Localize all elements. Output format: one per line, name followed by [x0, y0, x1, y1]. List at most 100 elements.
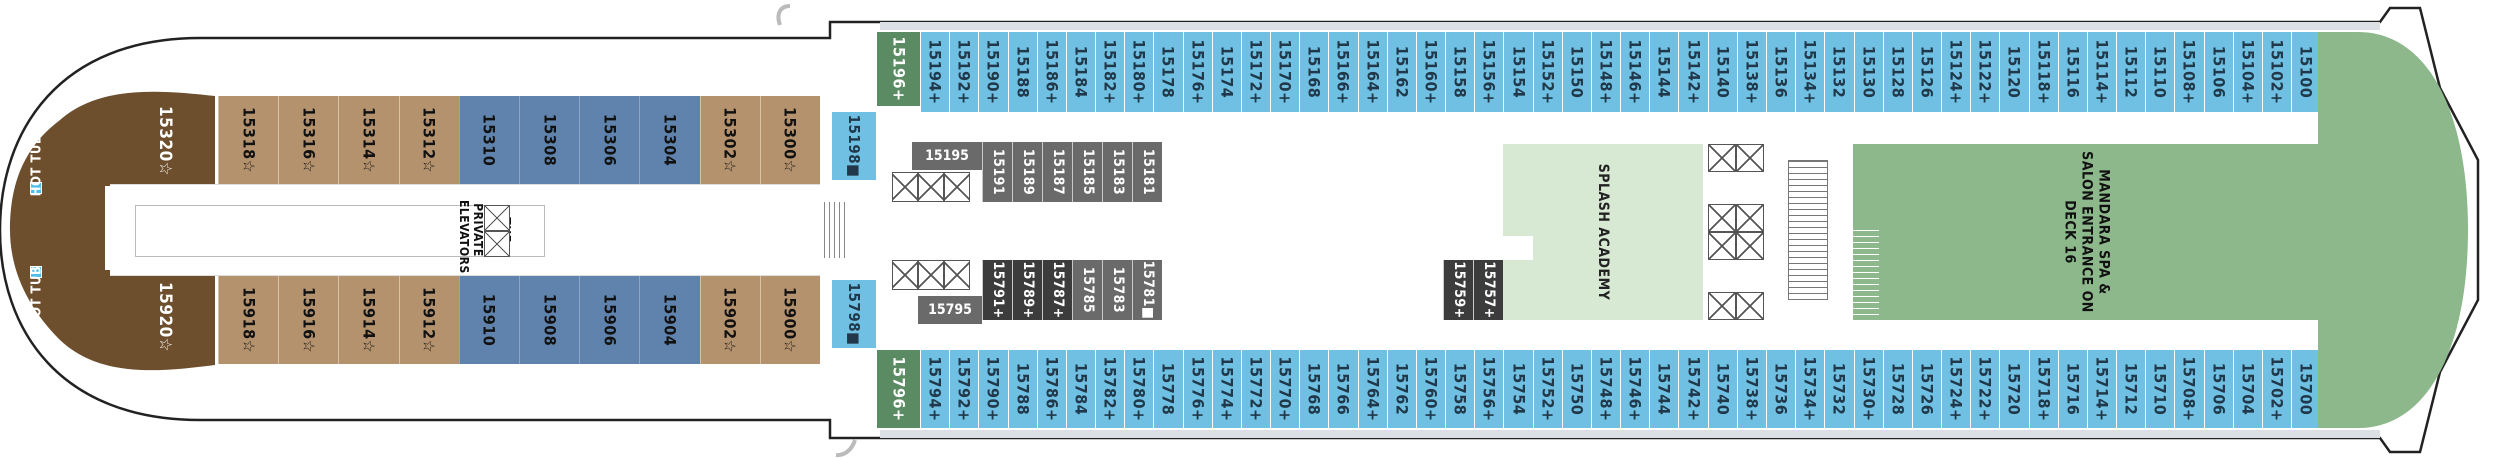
- cabin-15780[interactable]: 15780+: [1124, 350, 1154, 428]
- cabin-15156[interactable]: 15156+: [1474, 32, 1504, 112]
- cabin-15312[interactable]: 15312☆: [398, 96, 459, 184]
- cabin-15194[interactable]: 15194+: [920, 32, 950, 112]
- cabin-15192[interactable]: 15192+: [949, 32, 979, 112]
- cabin-15787[interactable]: 15787+: [1042, 260, 1072, 320]
- cabin-15186[interactable]: 15186+: [1036, 32, 1066, 112]
- cabin-15176[interactable]: 15176+: [1182, 32, 1212, 112]
- cabin-15191[interactable]: 15191: [982, 142, 1012, 202]
- cabin-15300[interactable]: 15300☆: [759, 96, 821, 184]
- cabin-15130[interactable]: 15130: [1853, 32, 1883, 112]
- cabin-15778[interactable]: 15778: [1153, 350, 1183, 428]
- cabin-15144[interactable]: 15144: [1649, 32, 1679, 112]
- cabin-15736[interactable]: 15736: [1765, 350, 1796, 428]
- cabin-15178[interactable]: 15178: [1153, 32, 1183, 112]
- cabin-15138[interactable]: 15138+: [1736, 32, 1766, 112]
- cabin-15910[interactable]: 15910: [458, 276, 520, 364]
- cabin-15126[interactable]: 15126: [1911, 32, 1942, 112]
- cabin-15906[interactable]: 15906: [579, 276, 640, 364]
- cabin-15904[interactable]: 15904: [639, 276, 700, 364]
- cabin-15789[interactable]: 15789+: [1012, 260, 1042, 320]
- cabin-15912[interactable]: 15912☆: [398, 276, 459, 364]
- cabin-15748[interactable]: 15748+: [1590, 350, 1621, 428]
- cabin-15720[interactable]: 15720: [1999, 350, 2029, 428]
- cabin-15791[interactable]: 15791+: [982, 260, 1012, 320]
- cabin-15744[interactable]: 15744: [1649, 350, 1679, 428]
- cabin-15704[interactable]: 15704: [2232, 350, 2262, 428]
- suite-15796[interactable]: 15796+: [876, 350, 920, 428]
- cabin-15198[interactable]: 15198■: [832, 112, 876, 180]
- suite-15196[interactable]: 15196+: [876, 32, 920, 106]
- cabin-15187[interactable]: 15187: [1042, 142, 1072, 202]
- cabin-15762[interactable]: 15762: [1386, 350, 1416, 428]
- cabin-15174[interactable]: 15174: [1211, 32, 1241, 112]
- cabin-15759[interactable]: 15759+: [1443, 260, 1473, 320]
- cabin-15318[interactable]: 15318☆: [218, 96, 279, 184]
- aft-suite-top[interactable]: 15320☆: [155, 106, 175, 176]
- cabin-15710[interactable]: 15710: [2145, 350, 2175, 428]
- cabin-15754[interactable]: 15754: [1503, 350, 1533, 428]
- cabin-15181[interactable]: 15181: [1132, 142, 1162, 202]
- cabin-15112[interactable]: 15112: [2116, 32, 2146, 112]
- cabin-15902[interactable]: 15902☆: [699, 276, 760, 364]
- cabin-15148[interactable]: 15148+: [1590, 32, 1621, 112]
- cabin-15772[interactable]: 15772+: [1240, 350, 1271, 428]
- cabin-15702[interactable]: 15702+: [2261, 350, 2292, 428]
- cabin-15794[interactable]: 15794+: [920, 350, 950, 428]
- cabin-15734[interactable]: 15734+: [1795, 350, 1825, 428]
- splash-academy[interactable]: SPLASH ACADEMY: [1503, 144, 1703, 320]
- cabin-15752[interactable]: 15752+: [1532, 350, 1562, 428]
- cabin-15712[interactable]: 15712: [2116, 350, 2146, 428]
- cabin-15190[interactable]: 15190+: [978, 32, 1008, 112]
- cabin-15118[interactable]: 15118+: [2028, 32, 2058, 112]
- cabin-15110[interactable]: 15110: [2145, 32, 2175, 112]
- cabin-15100[interactable]: 15100: [2291, 32, 2321, 112]
- cabin-15760[interactable]: 15760+: [1415, 350, 1446, 428]
- cabin-15758[interactable]: 15758: [1445, 350, 1475, 428]
- cabin-15160[interactable]: 15160+: [1415, 32, 1446, 112]
- cabin-15785[interactable]: 15785: [1072, 260, 1102, 320]
- cabin-15916[interactable]: 15916☆: [278, 276, 339, 364]
- cabin-15164[interactable]: 15164+: [1357, 32, 1387, 112]
- cabin-15792[interactable]: 15792+: [949, 350, 979, 428]
- cabin-15152[interactable]: 15152+: [1532, 32, 1562, 112]
- cabin-15162[interactable]: 15162: [1386, 32, 1416, 112]
- cabin-15726[interactable]: 15726: [1911, 350, 1942, 428]
- cabin-15136[interactable]: 15136: [1765, 32, 1796, 112]
- cabin-15732[interactable]: 15732: [1824, 350, 1854, 428]
- cabin-15798[interactable]: 15798■: [832, 280, 876, 348]
- cabin-15900[interactable]: 15900☆: [759, 276, 821, 364]
- cabin-15306[interactable]: 15306: [579, 96, 640, 184]
- cabin-15714[interactable]: 15714+: [2086, 350, 2117, 428]
- cabin-15304[interactable]: 15304: [639, 96, 700, 184]
- cabin-15134[interactable]: 15134+: [1795, 32, 1825, 112]
- cabin-15310[interactable]: 15310: [458, 96, 520, 184]
- cabin-15316[interactable]: 15316☆: [278, 96, 339, 184]
- cabin-15750[interactable]: 15750: [1561, 350, 1591, 428]
- cabin-15768[interactable]: 15768: [1299, 350, 1329, 428]
- cabin-15724[interactable]: 15724+: [1941, 350, 1971, 428]
- cabin-15114[interactable]: 15114+: [2086, 32, 2117, 112]
- cabin-15170[interactable]: 15170+: [1270, 32, 1300, 112]
- cabin-15150[interactable]: 15150: [1561, 32, 1591, 112]
- cabin-15108[interactable]: 15108+: [2174, 32, 2204, 112]
- cabin-15308[interactable]: 15308: [519, 96, 580, 184]
- cabin-15128[interactable]: 15128: [1882, 32, 1912, 112]
- cabin-15757[interactable]: 15757+: [1473, 260, 1503, 320]
- cabin-15738[interactable]: 15738+: [1736, 350, 1766, 428]
- cabin-15764[interactable]: 15764+: [1357, 350, 1387, 428]
- cabin-15146[interactable]: 15146+: [1620, 32, 1650, 112]
- cabin-15728[interactable]: 15728: [1882, 350, 1912, 428]
- cabin-15120[interactable]: 15120: [1999, 32, 2029, 112]
- cabin-15140[interactable]: 15140: [1707, 32, 1737, 112]
- cabin-15183[interactable]: 15183: [1102, 142, 1132, 202]
- mandara-spa[interactable]: MANDARA SPA & SALON ENTRANCE ON DECK 16: [1853, 144, 2318, 320]
- cabin-15781[interactable]: 15781■: [1132, 260, 1162, 320]
- cabin-15102[interactable]: 15102+: [2261, 32, 2292, 112]
- cabin-15124[interactable]: 15124+: [1941, 32, 1971, 112]
- cabin-15302[interactable]: 15302☆: [699, 96, 760, 184]
- cabin-15795[interactable]: 15795: [918, 296, 982, 324]
- cabin-15195[interactable]: 15195: [912, 142, 982, 170]
- cabin-15132[interactable]: 15132: [1824, 32, 1854, 112]
- aft-suite-bottom[interactable]: 15920☆: [155, 282, 175, 352]
- cabin-15142[interactable]: 15142+: [1678, 32, 1708, 112]
